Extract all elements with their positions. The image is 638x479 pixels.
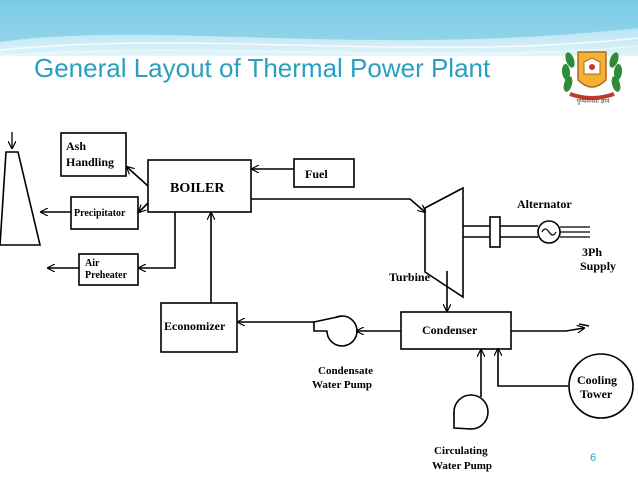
label-boiler: BOILER <box>170 181 225 196</box>
label-cooling-tower-2: Tower <box>580 387 613 401</box>
page-title: General Layout of Thermal Power Plant <box>34 53 491 83</box>
label-condensate-pump-1: Condensate <box>318 365 373 377</box>
fuel-box <box>293 158 355 188</box>
logo-motto: पुण्यमनसा ज्ञानं <box>576 98 610 105</box>
emblem-icon <box>561 51 623 100</box>
label-economizer: Economizer <box>164 319 226 333</box>
header-banner <box>0 0 638 60</box>
label-ash-handling-2: Handling <box>66 155 114 169</box>
label-supply-2: Supply <box>580 259 616 273</box>
label-alternator: Alternator <box>517 197 572 211</box>
cooling-tower-circle <box>568 353 634 419</box>
label-circulating-pump-1: Circulating <box>434 445 488 457</box>
label-circulating-pump-2: Water Pump <box>432 460 492 472</box>
turbine <box>424 186 464 299</box>
condenser-box <box>400 311 512 350</box>
air-preheater-box <box>78 253 139 286</box>
label-condenser: Condenser <box>422 323 478 337</box>
label-cooling-tower-1: Cooling <box>577 373 617 387</box>
label-air-preheater-1: Air <box>85 258 100 269</box>
label-turbine: Turbine <box>389 270 431 284</box>
coupling-block <box>489 216 501 248</box>
economizer-box <box>160 302 238 353</box>
label-ash-handling-1: Ash <box>66 139 86 153</box>
label-supply-1: 3Ph <box>582 245 602 259</box>
label-condensate-pump-2: Water Pump <box>312 379 372 391</box>
page-number: 6 <box>590 452 597 464</box>
label-fuel: Fuel <box>305 167 328 181</box>
label-precipitator: Precipitator <box>74 208 126 219</box>
ash-handling-box <box>60 132 127 177</box>
label-air-preheater-2: Preheater <box>85 270 128 281</box>
chimney <box>0 151 42 246</box>
boiler-box <box>147 159 252 213</box>
